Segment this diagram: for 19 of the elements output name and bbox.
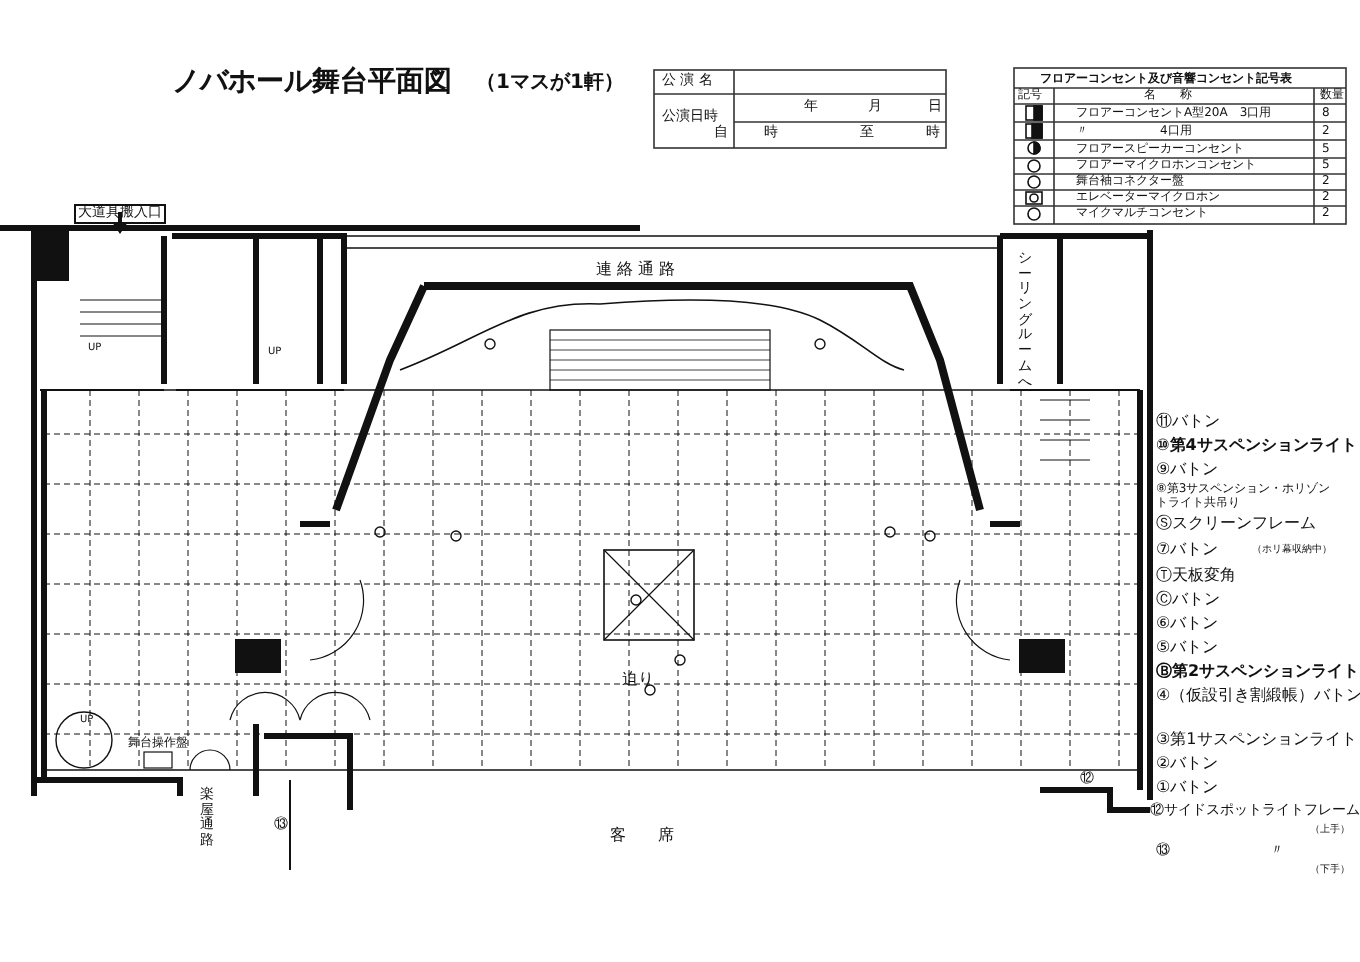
plan-label: ③第1サスペンションライト bbox=[1156, 732, 1357, 750]
plan-label: Ⓢスクリーンフレーム bbox=[1156, 516, 1316, 534]
plan-label: ⑪バトン bbox=[1156, 414, 1220, 432]
plan-label: ④（仮設引き割緞帳）バトン bbox=[1156, 688, 1360, 706]
plan-title: ノバホール舞台平面図 bbox=[172, 64, 452, 100]
plan-label: ②バトン bbox=[1156, 756, 1219, 774]
plan-label: ⑩第4サスペンションライト bbox=[1156, 438, 1357, 456]
plan-label: Ⓣ天板変角 bbox=[1156, 568, 1236, 586]
plan-label: （1マスが1軒） bbox=[476, 72, 624, 94]
plan-label: ⑨バトン bbox=[1156, 462, 1219, 480]
plan-label: Ⓑ第2サスペンションライト bbox=[1156, 664, 1360, 682]
plan-label: 客 席 bbox=[610, 828, 674, 846]
plan-label: 連 絡 通 路 bbox=[596, 262, 676, 280]
plan-label: Ⓒバトン bbox=[1156, 592, 1220, 610]
plan-label: 迫り bbox=[622, 672, 654, 690]
plan-label: ⑤バトン bbox=[1156, 640, 1219, 658]
plan-label: ⑥バトン bbox=[1156, 616, 1219, 634]
plan-label: ①バトン bbox=[1156, 780, 1219, 798]
plan-label: ⑦バトン bbox=[1156, 542, 1219, 560]
